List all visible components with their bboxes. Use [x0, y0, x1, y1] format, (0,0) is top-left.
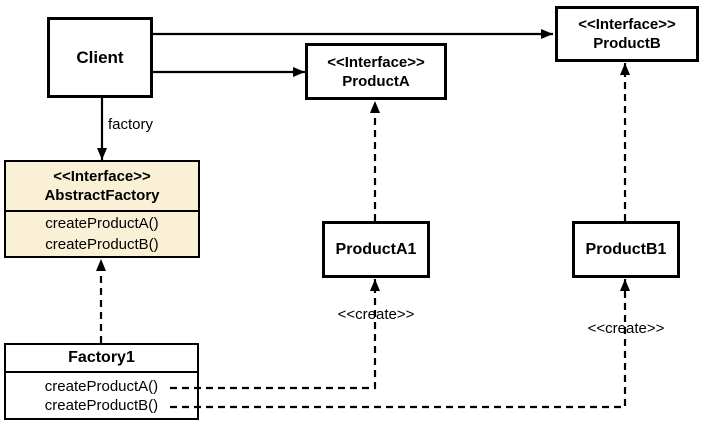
- interface-box-producta[interactable]: <<Interface>> ProductA: [305, 43, 447, 100]
- class-name: ProductB1: [585, 240, 667, 258]
- method-createproducta: createProductA(): [44, 377, 159, 395]
- stereotype-label: <<Interface>>: [53, 168, 151, 185]
- class-name: Client: [76, 47, 124, 67]
- abstractfactory-header: <<Interface>> AbstractFactory: [6, 162, 198, 212]
- interface-box-abstractfactory[interactable]: <<Interface>> AbstractFactory createProd…: [4, 160, 200, 258]
- method-createproducta: createProductA(): [45, 215, 159, 232]
- stereotype-label: <<Interface>>: [578, 16, 676, 33]
- createproducta-to-producta1-arrow: [170, 279, 380, 390]
- class-box-client[interactable]: Client: [47, 17, 153, 98]
- create-b-edge-label: <<create>>: [587, 320, 665, 337]
- class-box-productb1[interactable]: ProductB1: [572, 221, 680, 278]
- class-name: ProductA1: [335, 240, 417, 258]
- stereotype-label: <<Interface>>: [327, 53, 425, 71]
- method-createproductb: createProductB(): [44, 396, 159, 414]
- interface-name: ProductB: [593, 35, 661, 52]
- class-box-factory1[interactable]: Factory1 createProductA() createProductB…: [4, 343, 199, 420]
- abstractfactory-methods: createProductA() createProductB(): [6, 212, 198, 256]
- factory1-header: Factory1: [6, 345, 197, 373]
- createproductb-to-productb1-arrow: [170, 279, 630, 409]
- interface-box-productb[interactable]: <<Interface>> ProductB: [555, 6, 699, 62]
- class-name: Factory1: [68, 349, 135, 366]
- factory-edge-label: factory: [108, 116, 154, 133]
- interface-name: AbstractFactory: [44, 187, 160, 204]
- class-box-producta1[interactable]: ProductA1: [322, 221, 430, 278]
- interface-name: ProductA: [342, 72, 410, 90]
- factory1-methods: createProductA() createProductB(): [6, 373, 197, 418]
- method-createproductb: createProductB(): [45, 236, 159, 253]
- create-a-edge-label: <<create>>: [337, 306, 415, 323]
